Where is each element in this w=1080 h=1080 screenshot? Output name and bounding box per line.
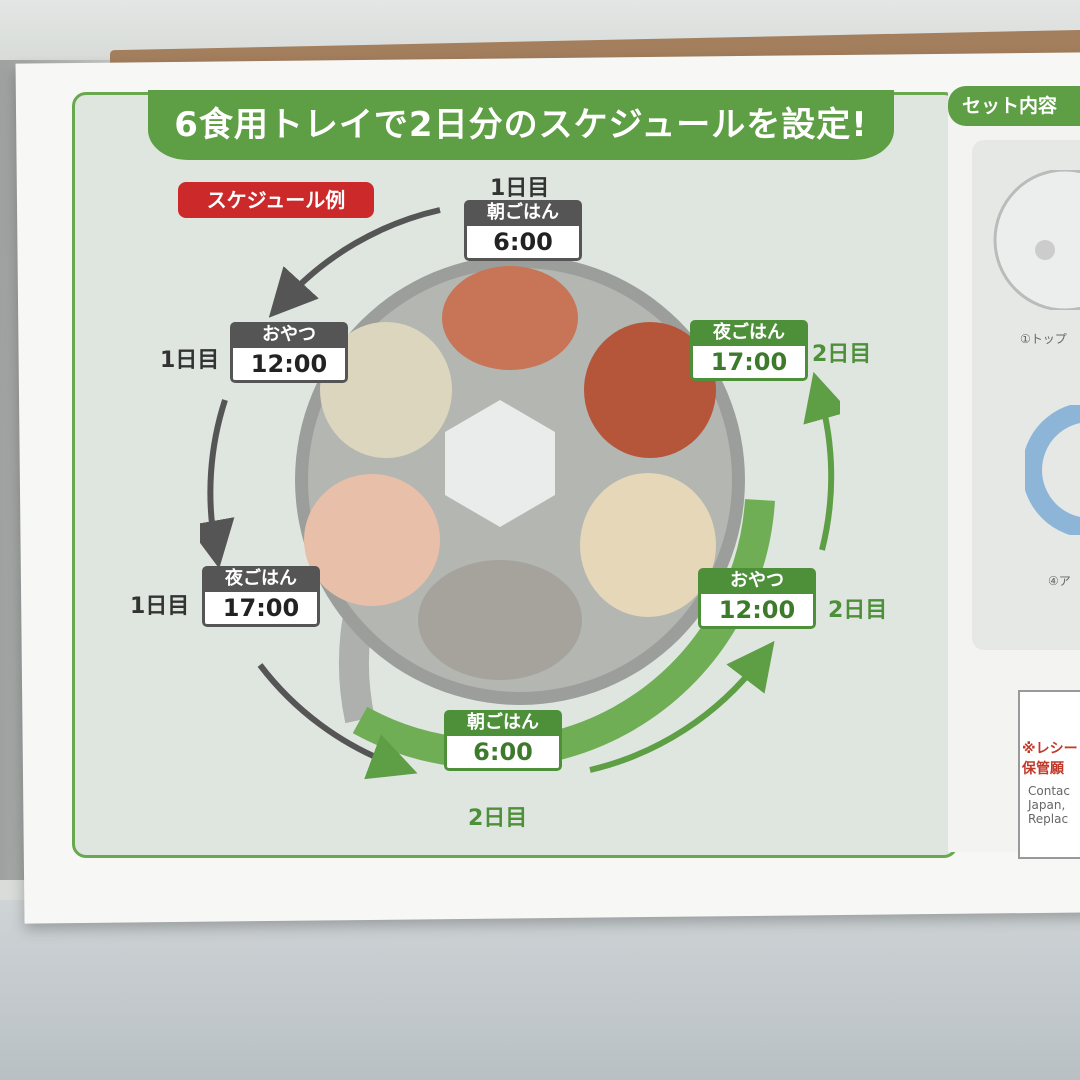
schedule-tag-day2-snack: おやつ 12:00: [698, 568, 816, 629]
part-label: ④ア: [1048, 574, 1071, 588]
notice-line: Japan,: [1028, 798, 1066, 812]
blue-ring-part-icon: [1025, 405, 1080, 535]
day-label: 1日目: [130, 594, 190, 619]
meal-time: 17:00: [202, 592, 320, 627]
notice-red-line: 保管願: [1022, 761, 1064, 777]
set-contents-header: セット内容: [948, 86, 1080, 126]
meal-time: 6:00: [464, 226, 582, 261]
day-label: 1日目: [490, 176, 550, 201]
day-label: 2日目: [828, 598, 888, 623]
meal-time: 17:00: [690, 346, 808, 381]
meal-name: 夜ごはん: [690, 320, 808, 346]
meal-name: おやつ: [230, 322, 348, 348]
schedule-tag-day1-breakfast: 朝ごはん 6:00: [464, 200, 582, 261]
notice-line: Replac: [1028, 812, 1069, 826]
notice-red-line: ※レシー: [1022, 741, 1078, 757]
arrow-day2-a: [589, 640, 775, 773]
notice-card: ※レシー 保管願 Contac Japan, Replac: [1018, 690, 1080, 859]
arrow-day1-a: [268, 207, 441, 318]
meal-time: 6:00: [444, 736, 562, 771]
arrow-day1-to-day2: [257, 663, 418, 780]
headline-banner: 6食用トレイで2日分のスケジュールを設定!: [148, 90, 894, 160]
meal-name: 夜ごはん: [202, 566, 320, 592]
schedule-tag-day1-snack: おやつ 12:00: [230, 322, 348, 383]
top-cover-part-icon: [993, 170, 1080, 310]
center-hexagon: [445, 400, 555, 527]
tray-compartments: [304, 266, 716, 680]
schedule-example-badge: スケジュール例: [178, 182, 374, 218]
notice-line: Contac: [1028, 784, 1070, 798]
schedule-tag-day1-dinner: 夜ごはん 17:00: [202, 566, 320, 627]
meal-time: 12:00: [230, 348, 348, 383]
meal-name: 朝ごはん: [464, 200, 582, 226]
arrow-day1-b: [200, 399, 235, 569]
day-label: 1日目: [160, 348, 220, 373]
schedule-tag-day2-dinner: 夜ごはん 17:00: [690, 320, 808, 381]
arrow-day2-b: [803, 371, 840, 551]
meal-time: 12:00: [698, 594, 816, 629]
day-label: 2日目: [812, 342, 872, 367]
background-cloth: [0, 900, 1080, 1080]
schedule-tag-day2-breakfast: 朝ごはん 6:00: [444, 710, 562, 771]
part-label: ①トップ: [1020, 332, 1067, 346]
day-label: 2日目: [468, 806, 528, 831]
meal-name: おやつ: [698, 568, 816, 594]
meal-name: 朝ごはん: [444, 710, 562, 736]
feeder-tray-illustration: [200, 207, 840, 780]
